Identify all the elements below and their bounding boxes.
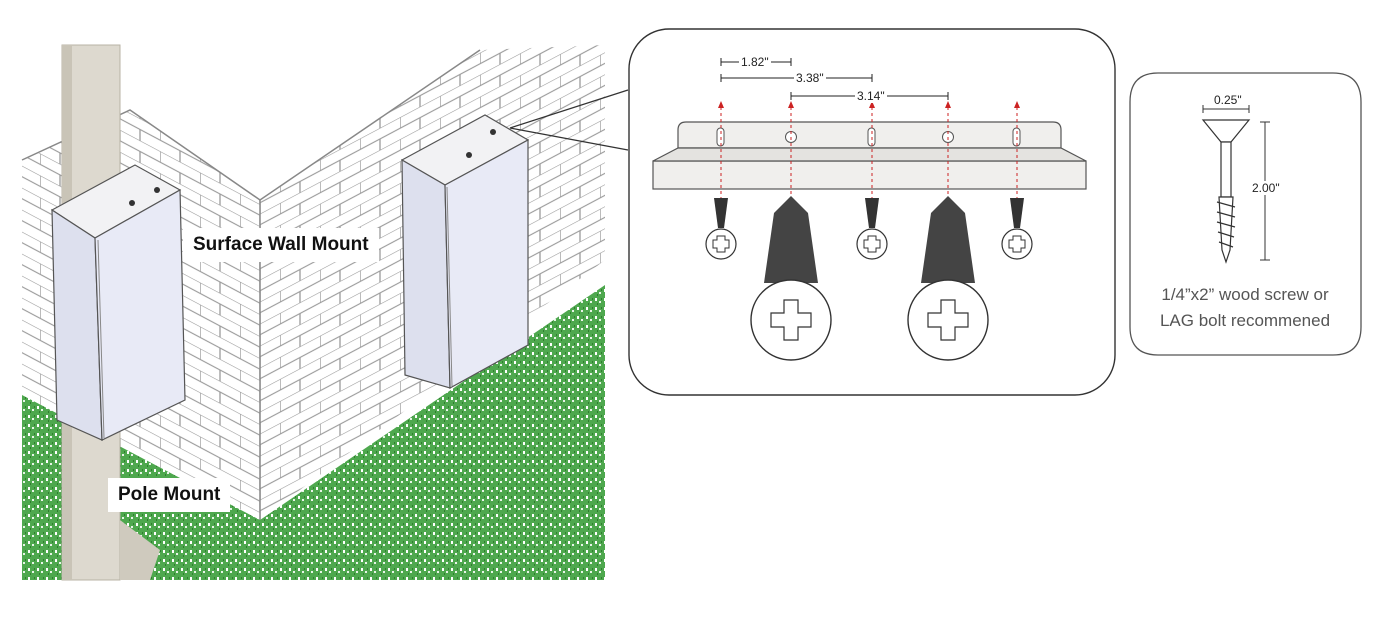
screw-note-line1: 1/4”x2” wood screw or xyxy=(1161,285,1329,304)
wood-screw xyxy=(1201,119,1251,264)
surface-wall-mount-label: Surface Wall Mount xyxy=(183,228,379,262)
callout-pointer xyxy=(509,89,629,151)
dimension-1-82: 1.82" xyxy=(739,55,771,69)
alignment-arrows xyxy=(720,106,1018,206)
small-screw-1 xyxy=(705,198,737,260)
wall-mount-box xyxy=(400,114,530,390)
mounting-bracket xyxy=(652,121,1087,190)
large-screw-2 xyxy=(907,196,989,361)
pole-mount-box xyxy=(50,164,186,441)
dimension-3-38: 3.38" xyxy=(794,71,826,85)
small-screw-2 xyxy=(856,198,888,260)
screw-length-dimension: 2.00" xyxy=(1250,181,1282,195)
large-screw-1 xyxy=(750,196,832,361)
screw-note-line2: LAG bolt recommened xyxy=(1159,311,1331,330)
pole-mount-label: Pole Mount xyxy=(108,478,231,512)
screw-width-dimension: 0.25" xyxy=(1212,93,1244,107)
bracket-detail-panel xyxy=(628,28,1116,396)
small-screw-3 xyxy=(1001,198,1033,260)
dimension-3-14: 3.14" xyxy=(855,89,887,103)
screw-detail-panel xyxy=(1129,72,1362,356)
